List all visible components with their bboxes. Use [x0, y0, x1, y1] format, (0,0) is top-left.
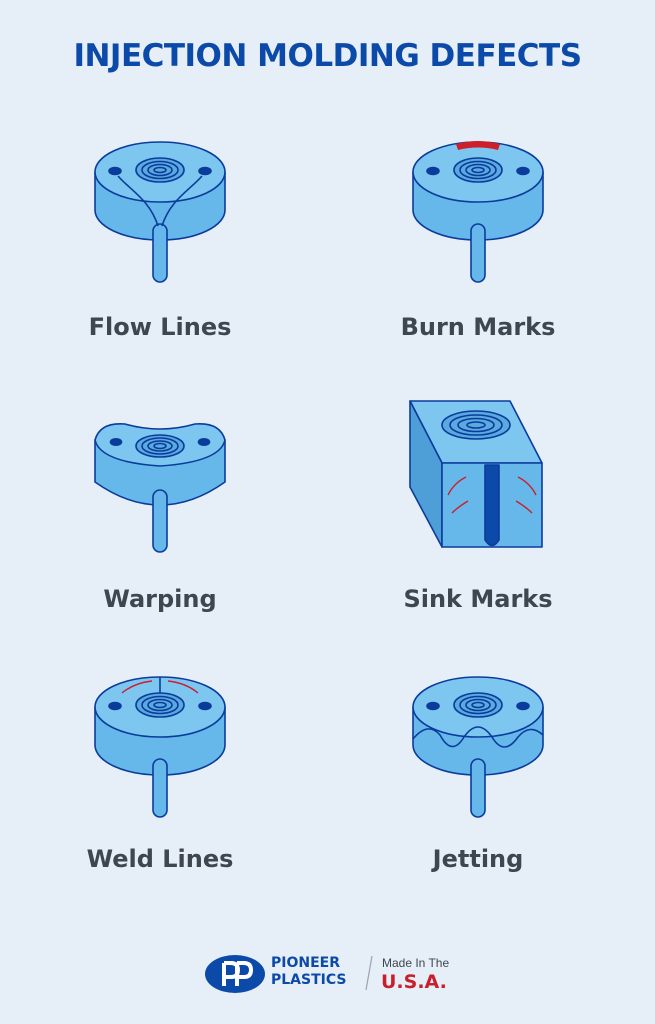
defect-label-jetting: Jetting — [432, 845, 524, 873]
defect-card-sink-marks: Sink Marks — [348, 395, 608, 625]
defect-label-warping: Warping — [103, 585, 217, 613]
burn-marks-part-icon — [412, 141, 544, 283]
warping-part-icon — [94, 423, 226, 553]
pioneer-plastics-logo-icon — [205, 955, 265, 993]
defect-label-burn-marks: Burn Marks — [400, 313, 556, 341]
page-title: INJECTION MOLDING DEFECTS — [73, 38, 582, 74]
defect-label-sink-marks: Sink Marks — [403, 585, 553, 613]
footer: PIONEER PLASTICS Made In The U.S.A. — [0, 950, 655, 1000]
defect-label-weld-lines: Weld Lines — [86, 845, 234, 873]
defect-card-weld-lines: Weld Lines — [30, 665, 290, 895]
defect-label-flow-lines: Flow Lines — [88, 313, 232, 341]
brand-name: PIONEER PLASTICS — [271, 955, 346, 989]
weld-lines-part-icon — [94, 676, 226, 818]
defect-card-burn-marks: Burn Marks — [348, 130, 608, 360]
made-in-text: Made In The — [382, 956, 450, 970]
sink-marks-part-icon — [409, 400, 543, 548]
defect-card-jetting: Jetting — [348, 665, 608, 895]
country-text: U.S.A. — [381, 971, 447, 993]
defect-card-flow-lines: Flow Lines — [30, 130, 290, 360]
brand-line-1: PIONEER — [271, 955, 340, 971]
brand-line-2: PLASTICS — [271, 972, 347, 988]
defect-card-warping: Warping — [30, 410, 290, 640]
jetting-part-icon — [412, 676, 544, 818]
footer-divider — [365, 955, 373, 991]
burn-mark — [456, 141, 500, 150]
flow-lines-part-icon — [94, 141, 226, 283]
